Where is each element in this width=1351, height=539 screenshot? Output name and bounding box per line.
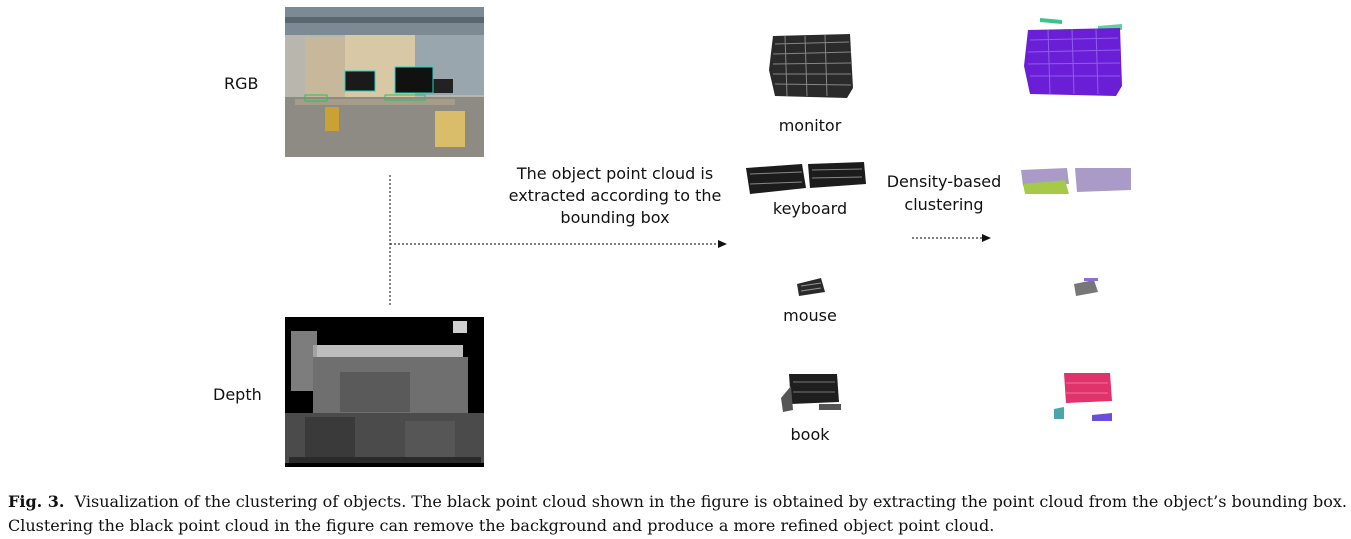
keyboard-label: keyboard — [772, 199, 848, 218]
depth-image — [285, 317, 484, 467]
extract-description: The object point cloud is extracted acco… — [500, 163, 730, 229]
cluster-text-line-1: Density-based — [886, 172, 1002, 191]
mouse-label: mouse — [783, 306, 837, 325]
clustering-description: Density-based clustering — [884, 170, 1004, 216]
clustering-arrow — [912, 234, 991, 242]
caption-text: Visualization of the clustering of objec… — [8, 492, 1348, 535]
keyboard-point-cloud — [746, 162, 866, 194]
cluster-text-line-2: clustering — [904, 195, 984, 214]
rgb-image — [285, 7, 484, 157]
book-clustered-cloud — [1054, 373, 1112, 421]
book-label: book — [790, 425, 830, 444]
mouse-point-cloud — [797, 278, 825, 296]
monitor-point-cloud — [769, 34, 853, 98]
rgb-label: RGB — [224, 74, 259, 93]
book-point-cloud — [781, 374, 841, 412]
dashed-connector-arrow — [389, 175, 727, 305]
monitor-label: monitor — [778, 116, 842, 135]
extract-text-line-2: extracted according to the — [508, 186, 722, 205]
caption-label: Fig. 3. — [8, 492, 65, 511]
extract-text-line-1: The object point cloud is — [516, 164, 714, 183]
keyboard-clustered-cloud — [1021, 168, 1131, 194]
mouse-clustered-cloud — [1074, 278, 1098, 296]
extract-text-line-3: bounding box — [560, 208, 670, 227]
figure-caption: Fig. 3. Visualization of the clustering … — [8, 490, 1348, 538]
monitor-clustered-cloud — [1024, 18, 1122, 96]
depth-label: Depth — [213, 385, 262, 404]
